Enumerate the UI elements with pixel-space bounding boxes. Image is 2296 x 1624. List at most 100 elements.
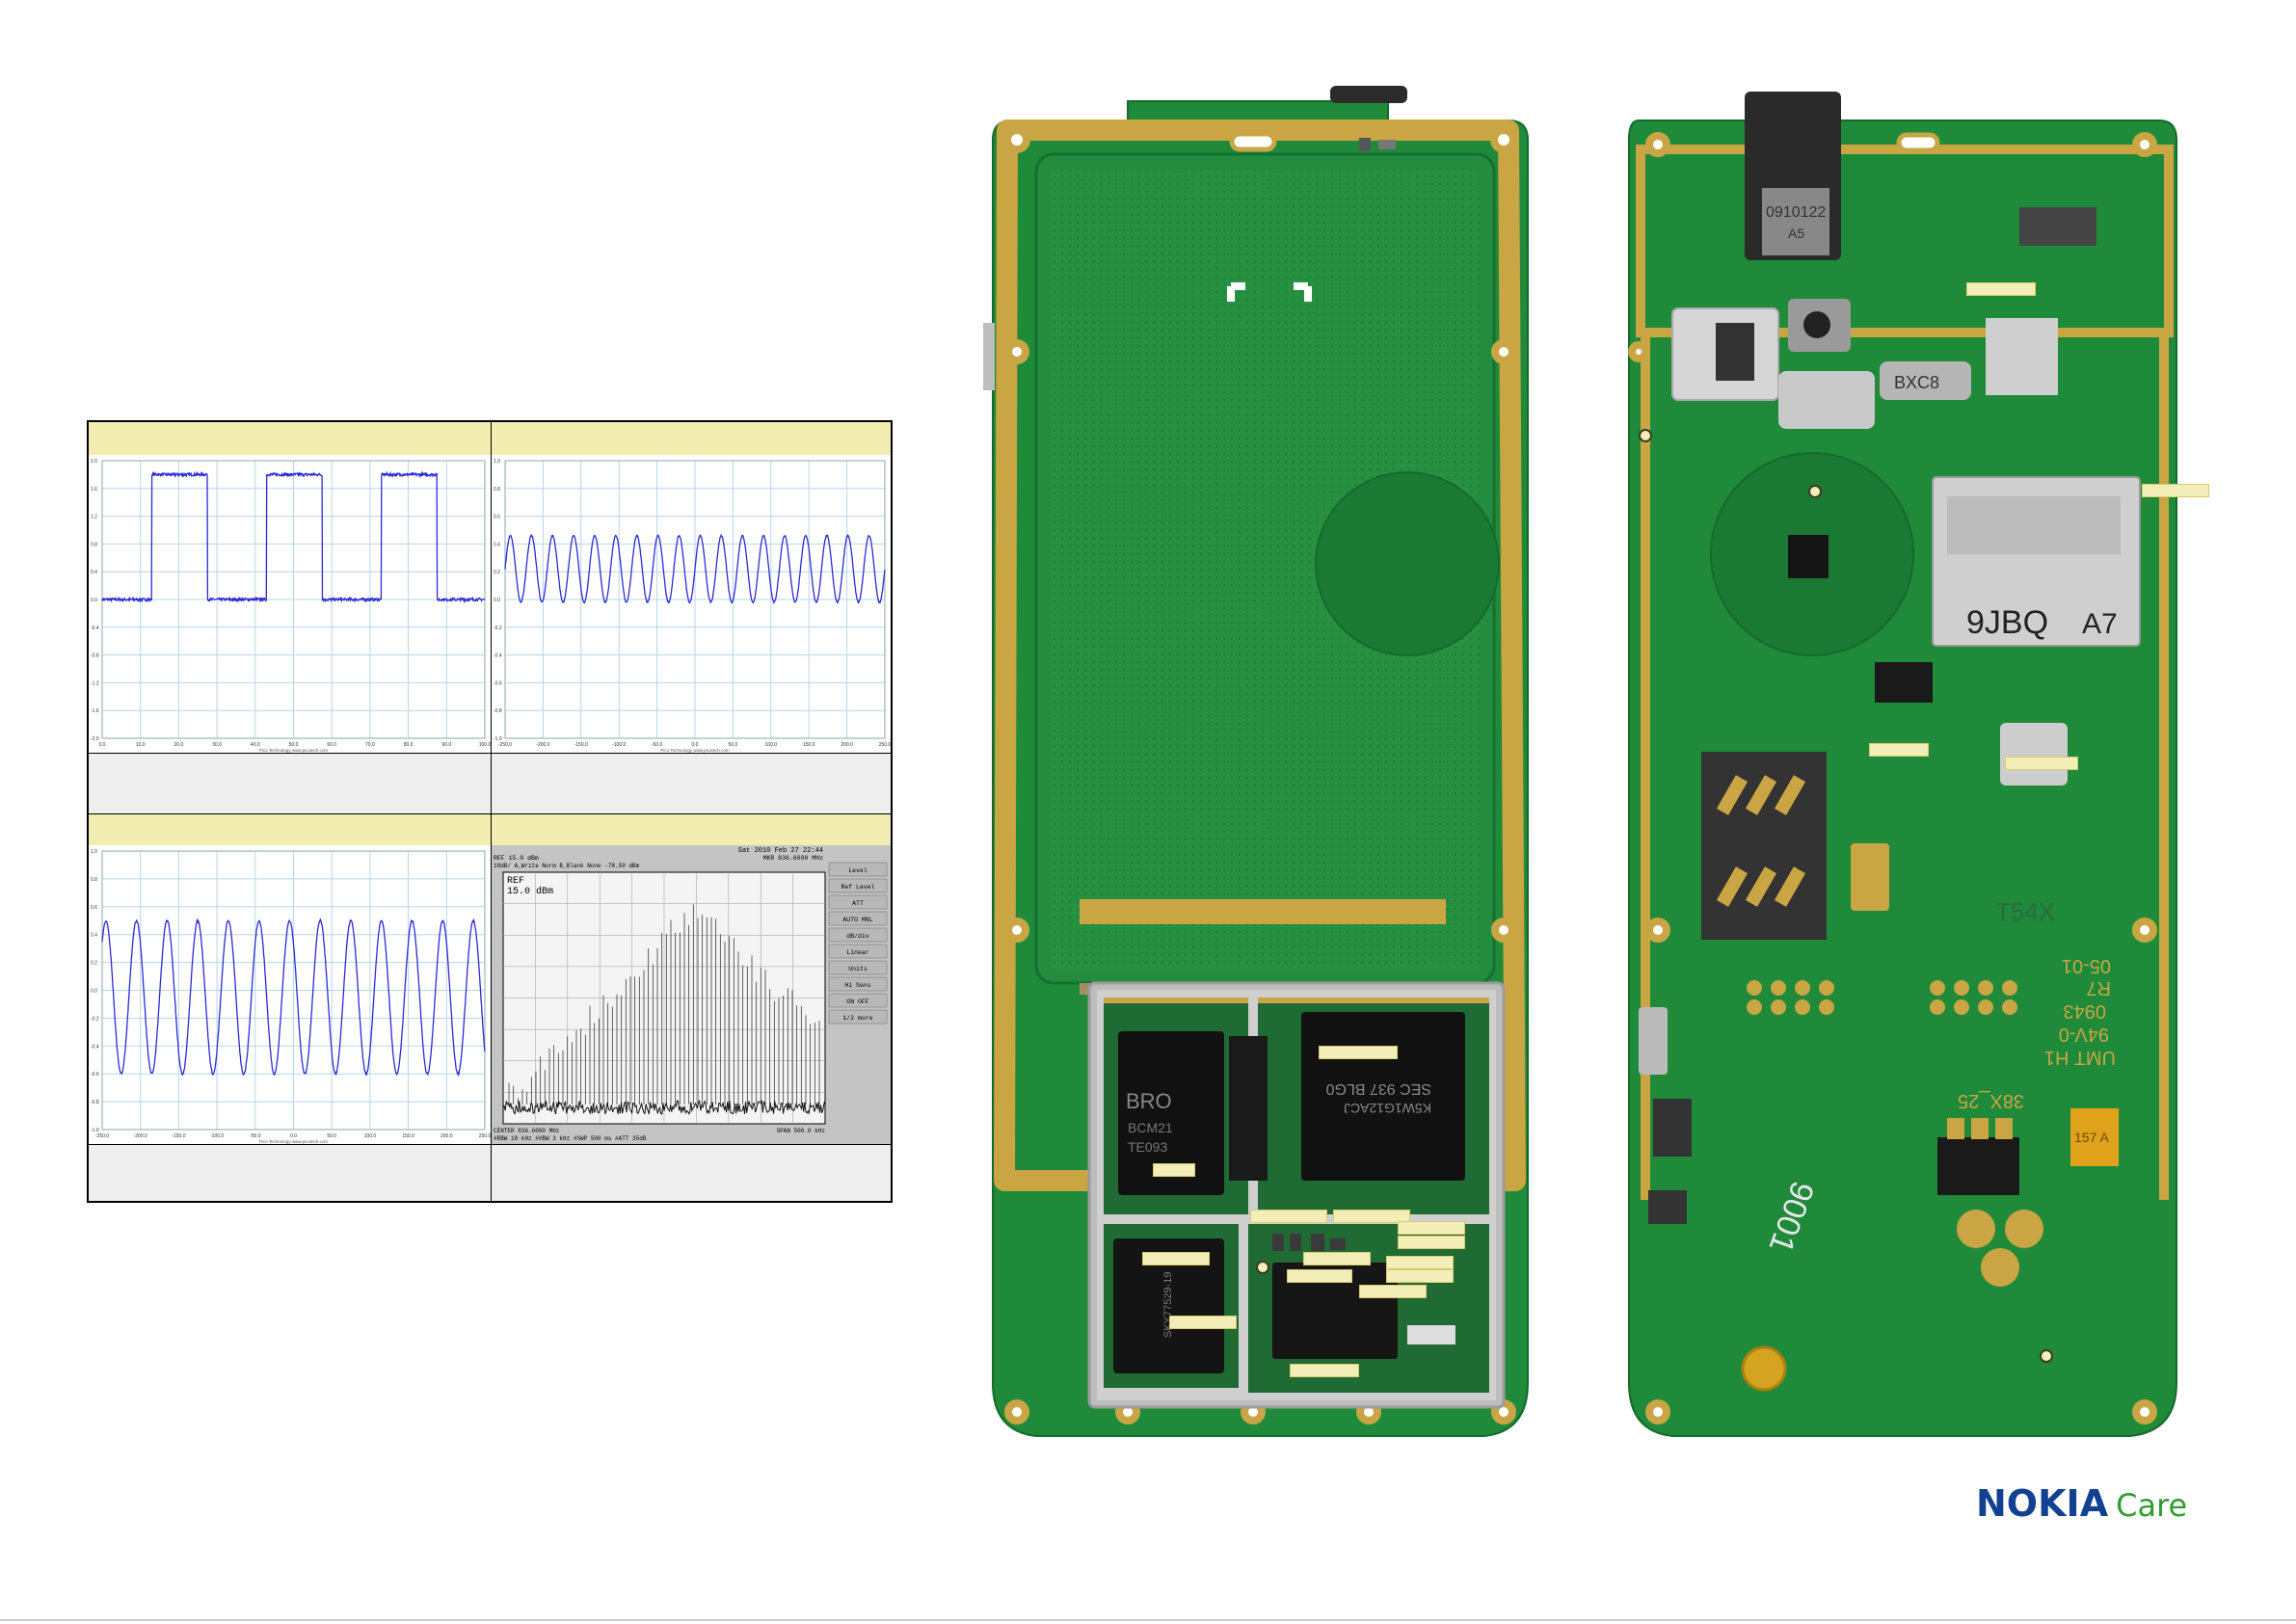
y-tick-label: 1.0 [91,849,97,855]
y-tick-label: 0.0 [91,989,97,995]
x-tick-label: 60.0 [327,742,336,748]
svg-text:38X_25: 38X_25 [1958,1090,2024,1111]
panel-header [492,422,891,456]
y-tick-label: 1.6 [91,487,97,493]
svg-text:R7: R7 [2086,977,2111,998]
analyzer-softkey [828,927,888,943]
callout-label [1398,1236,1465,1249]
credit-text: Pico Technology www.picotech.com [660,748,729,753]
callout-label [1398,1221,1465,1235]
center-freq-text: CENTER 836.6000 MHz [494,1128,560,1134]
analyzer-softkey [828,944,888,959]
x-tick-label: 30.0 [212,742,222,748]
callout-label [1386,1256,1454,1269]
test-point-marker [1808,485,1822,498]
svg-text:SEC 937 BLG0: SEC 937 BLG0 [1326,1080,1432,1097]
softkey-label: Units [848,966,868,972]
span-text: SPAN 500.0 kHz [777,1128,826,1134]
y-tick-label: -2.0 [91,736,99,742]
svg-text:TE093: TE093 [1128,1139,1167,1155]
softkey-label: Hi Sens [844,982,870,989]
svg-text:0910122: 0910122 [1766,204,1826,221]
y-tick-label: -0.6 [91,1072,99,1078]
callout-label [1359,1285,1427,1298]
y-tick-label: 0.0 [91,598,97,603]
x-tick-label: 20.0 [174,742,184,748]
panel-footer [89,1144,491,1201]
y-tick-label: 2.0 [91,459,97,465]
x-tick-label: 50.0 [289,742,299,748]
x-tick-label: 250.0 [479,1133,491,1139]
x-tick-label: 100.0 [765,742,778,748]
x-tick-label: 250.0 [879,742,891,748]
panel-header [492,814,891,846]
credit-text: Pico Technology www.picotech.com [259,748,328,753]
svg-text:157 A: 157 A [2074,1130,2109,1145]
x-tick-label: 40.0 [251,742,260,748]
y-tick-label: -1.2 [91,680,99,686]
svg-text:A7: A7 [2082,608,2118,640]
softkey-label: dB/div [846,933,869,940]
pcb-front-drawing: BRO BCM21 TE093 SEC 937 BLG0 K5W1G12ACJ … [983,86,1529,1437]
grid-divider-horizontal [89,813,891,814]
svg-text:UMT H1: UMT H1 [2044,1047,2116,1068]
panel-header [89,422,491,456]
softkey-label: 1/2 more [842,1015,872,1022]
callout-label [1142,1252,1210,1265]
callout-label [1386,1269,1454,1283]
x-tick-label: 150.0 [803,742,815,748]
waveform-trace [504,533,886,605]
y-tick-label: -0.8 [494,708,502,714]
trace-settings-text: 10dB/ A_Write Norm B_Blank None -78.50 d… [494,863,640,869]
spectrum-lines [508,904,820,1105]
svg-text:K5W1G12ACJ: K5W1G12ACJ [1344,1101,1431,1116]
x-tick-label: -100.0 [210,1133,224,1139]
analyzer-softkey [828,911,888,926]
marker-freq-text: MKR 836.6000 MHz [763,855,824,862]
pcb-board-front: BRO BCM21 TE093 SEC 937 BLG0 K5W1G12ACJ … [983,82,1537,1451]
y-tick-label: 0.0 [494,598,500,603]
x-tick-label: -50.0 [652,742,663,748]
softkey-label: ON OFF [846,998,869,1005]
pcb-back-drawing: 0910122 A5 BXC8 9JBQ A7 [1628,92,2177,1437]
y-tick-label: 0.8 [91,877,97,883]
analyzer-softkey [828,976,888,992]
test-point-marker [1639,429,1652,442]
x-tick-label: 100.0 [364,1133,377,1139]
y-tick-label: -0.4 [91,626,99,631]
x-tick-label: -200.0 [536,742,549,748]
callout-label [1869,743,1929,757]
svg-text:A5: A5 [1788,226,1804,241]
y-tick-label: -0.4 [91,1044,99,1050]
x-tick-label: 200.0 [441,1133,453,1139]
y-tick-label: -1.0 [494,736,502,742]
y-tick-label: 0.2 [494,570,500,575]
bandwidth-text: #RBW 10 kHz #VBW 3 kHz #SWP 500 ms #ATT … [494,1135,647,1142]
x-tick-label: -150.0 [172,1133,185,1139]
waveform-trace [101,918,486,1078]
analyzer-softkey [828,862,888,877]
callout-label [1250,1210,1327,1223]
x-tick-label: 80.0 [404,742,414,748]
plot-frame [101,850,486,1131]
y-tick-label: 0.6 [91,905,97,911]
svg-text:T54X: T54X [1995,897,2055,926]
test-point-marker [2040,1349,2053,1363]
y-tick-label: -1.0 [91,1128,99,1133]
x-tick-label: 10.0 [136,742,146,748]
callout-label [1319,1046,1398,1059]
panel-footer [89,753,491,813]
panel-footer [492,753,891,813]
test-point-marker [1256,1261,1269,1274]
callout-label [1153,1163,1195,1177]
callout-label [1290,1364,1359,1377]
y-tick-label: 0.8 [494,487,500,493]
callout-label [1333,1210,1410,1223]
